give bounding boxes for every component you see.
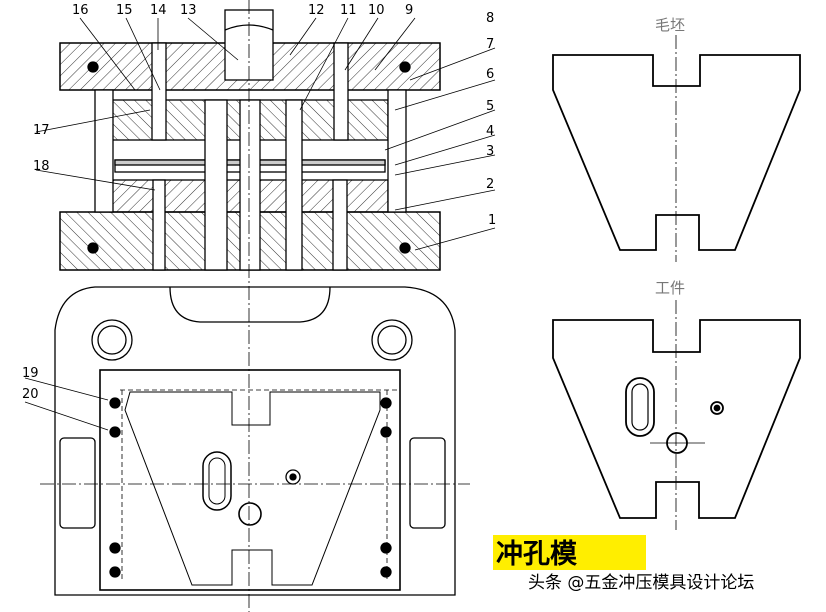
guide-post-right (387, 89, 407, 213)
part-leaders (24, 17, 496, 431)
die-insert (99, 369, 401, 591)
part-number: 11 (340, 3, 357, 18)
part-number: 9 (405, 3, 413, 18)
part-number: 2 (486, 177, 494, 192)
part-number: 13 (180, 3, 197, 18)
workpiece-small-hole (710, 401, 724, 415)
section-view (59, 0, 441, 612)
guide-bushing-right (371, 319, 413, 361)
part-number: 19 (22, 366, 39, 381)
part-number: 16 (72, 3, 89, 18)
title: 冲孔模 (496, 539, 577, 570)
part-number: 14 (150, 3, 167, 18)
round-hole (238, 502, 262, 526)
screw-lower-left (152, 179, 166, 271)
part-number: 12 (308, 3, 325, 18)
guide-post-left (94, 89, 114, 213)
part-number: 5 (486, 99, 494, 114)
workpiece-label: 工件 (655, 279, 685, 297)
part-number: 20 (22, 387, 39, 402)
screw-left (151, 42, 167, 141)
punch-2 (239, 99, 261, 271)
punch-3 (285, 99, 303, 271)
part-numbers: 1 2 3 4 5 6 7 8 9 10 11 12 13 14 15 16 1… (22, 3, 496, 402)
part-number: 7 (486, 37, 494, 52)
part-number: 3 (486, 144, 494, 159)
punch-1 (204, 99, 228, 271)
blank-label: 毛坯 (655, 16, 685, 34)
part-number: 15 (116, 3, 133, 18)
part-number: 6 (486, 67, 494, 82)
screw-right (333, 42, 349, 141)
slot (202, 451, 232, 511)
title-highlight (493, 535, 646, 570)
part-number: 18 (33, 159, 50, 174)
part-number: 8 (486, 11, 494, 26)
part-number: 4 (486, 124, 494, 139)
plan-view (40, 286, 470, 596)
part-number: 1 (488, 213, 496, 228)
workpiece-view (552, 300, 801, 530)
part-number: 10 (368, 3, 385, 18)
watermark: 头条 @五金冲压模具设计论坛 (528, 573, 754, 593)
workpiece-slot (625, 377, 655, 437)
part-number: 17 (33, 123, 50, 138)
screw-lower-right (332, 179, 348, 271)
blank-view (552, 35, 801, 262)
guide-bushing-left (91, 319, 133, 361)
